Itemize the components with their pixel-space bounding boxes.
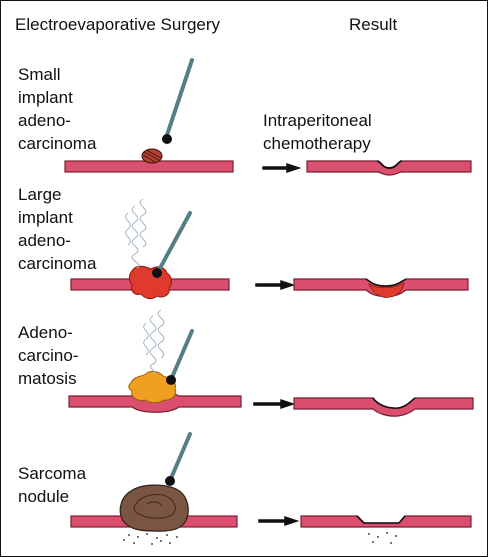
arrow-row1 [262,162,302,174]
probe-tip-row1 [162,134,172,144]
large-implant-lesion [128,265,172,300]
row-label-adenocarcinomatosis: Adeno- carcino- matosis [18,323,79,388]
right-column-header: Result [349,15,398,34]
result-label-intraperitoneal-chemotherapy: Intraperitoneal chemotherapy [263,111,372,153]
row-label-small-implant: Small implant adeno- carcinoma [18,65,97,153]
sarcoma-nodule-lesion [119,484,189,532]
debris-dots-row4 [123,533,178,545]
carcinomatosis-lesion [128,370,177,404]
smoke-plume-row2 [125,198,147,269]
smoke-plume-row3 [143,309,165,375]
probe-tip-row2 [152,268,162,278]
probe-tip-row4 [165,476,175,486]
probe-tip-row3 [166,375,176,385]
arrow-row4 [258,515,300,527]
arrow-row2 [255,279,296,291]
probe-row3 [171,329,194,377]
row-label-sarcoma-nodule: Sarcoma nodule [18,464,87,506]
tissue-strip-row4-after [300,515,472,528]
probe-row1 [165,58,194,137]
residual-implant-row2 [368,282,405,298]
arrow-row3 [253,398,296,410]
probe-row2 [157,211,192,272]
tissue-strip-row3-after [293,397,474,417]
probe-row4 [170,432,192,478]
row-label-large-implant: Large implant adeno- carcinoma [18,185,97,273]
debris-dots-row4-after [368,532,397,544]
left-column-header: Electroevaporative Surgery [15,15,221,34]
